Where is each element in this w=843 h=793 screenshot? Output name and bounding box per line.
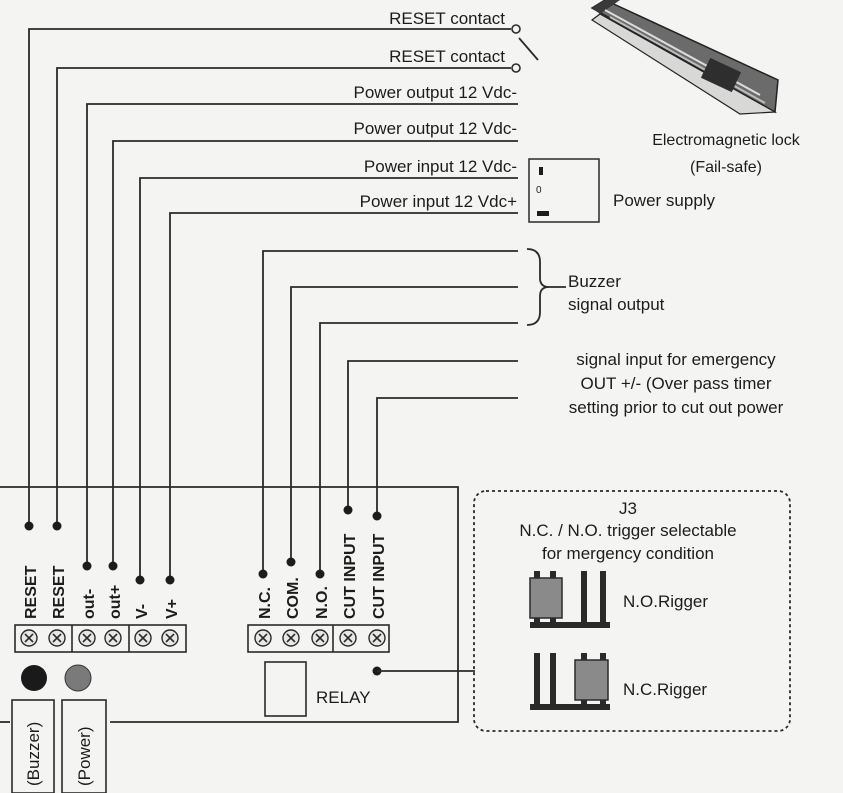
screw-slot — [82, 633, 92, 643]
cut-input-wire-1 — [343, 360, 518, 515]
relay-box — [264, 661, 307, 717]
cut-input-wire-2 — [372, 397, 518, 521]
buzzer-indicator-label: (Buzzer) — [24, 722, 43, 786]
screw-slot — [24, 633, 34, 643]
screw-slot — [165, 633, 175, 643]
power-output-label-1: Power output 12 Vdc- — [354, 83, 517, 102]
lock-subtitle: (Fail-safe) — [690, 159, 762, 176]
screw-slot — [52, 633, 62, 643]
com-wire — [286, 286, 518, 567]
terminal-label-reset-1: RESET — [23, 565, 40, 619]
reset-wire-1 — [24, 28, 511, 531]
terminal-label-v-pos: V+ — [164, 599, 181, 619]
terminal-label-reset-2: RESET — [51, 565, 68, 619]
power-input-pos-label: Power input 12 Vdc+ — [360, 192, 517, 211]
buzzer-brace — [526, 248, 550, 326]
buzzer-led — [21, 665, 47, 691]
screw-slot — [138, 633, 148, 643]
terminal-label-out-neg: out- — [81, 589, 98, 619]
power-supply-icon: 0 — [528, 158, 600, 223]
no-trigger-label: N.O.Rigger — [623, 592, 708, 611]
power-out-pos-wire — [108, 140, 518, 571]
screw-slot — [258, 633, 268, 643]
power-indicator-label: (Power) — [75, 726, 94, 786]
power-input-neg-label: Power input 12 Vdc- — [364, 157, 517, 176]
power-output-label-2: Power output 12 Vdc- — [354, 119, 517, 138]
power-in-neg-wire — [135, 177, 518, 585]
nc-wire — [258, 250, 518, 579]
power-indicator-box — [61, 699, 107, 793]
reset-contact-label-1: RESET contact — [389, 9, 505, 28]
relay-label: RELAY — [316, 688, 371, 707]
power-led — [64, 664, 92, 692]
emergency-signal-line1: signal input for emergency — [576, 350, 776, 369]
terminal-label-cut-input-2: CUT INPUT — [371, 533, 388, 619]
buzzer-indicator-box — [11, 699, 55, 793]
power-out-neg-wire — [82, 103, 518, 571]
terminal-label-no: N.O. — [314, 586, 331, 619]
terminal-label-v-neg: V- — [134, 604, 151, 619]
screw-slot — [315, 633, 325, 643]
terminal-screws — [20, 629, 386, 647]
power-in-pos-wire — [165, 212, 518, 585]
terminal-label-com: COM. — [285, 577, 302, 619]
screw-slot — [372, 633, 382, 643]
nc-jumper-icon — [530, 653, 610, 710]
j3-description-line2: for mergency condition — [542, 544, 714, 563]
screw-slot — [343, 633, 353, 643]
reset-contact-label-2: RESET contact — [389, 47, 505, 66]
j3-description-line1: N.C. / N.O. trigger selectable — [519, 521, 736, 540]
electromagnetic-lock-icon — [590, 0, 779, 115]
power-supply-label: Power supply — [613, 191, 716, 210]
terminal-label-nc: N.C. — [257, 587, 274, 619]
j3-jumper-area — [473, 490, 791, 732]
screw-slot — [108, 633, 118, 643]
no-jumper-icon — [529, 571, 610, 628]
terminal-label-out-pos: out+ — [107, 585, 124, 619]
terminal-label-cut-input-1: CUT INPUT — [342, 533, 359, 619]
no-wire — [315, 322, 518, 579]
signal-output-label: signal output — [568, 295, 665, 314]
nc-trigger-label: N.C.Rigger — [623, 680, 707, 699]
j3-title: J3 — [619, 499, 637, 518]
screw-slot — [286, 633, 296, 643]
terminal-block-left — [14, 624, 187, 653]
controller-board-outline — [0, 486, 459, 723]
lock-title: Electromagnetic lock — [652, 132, 801, 149]
reset-wire-2 — [52, 67, 511, 531]
svg-text:0: 0 — [536, 185, 542, 196]
emergency-signal-line2: OUT +/- (Over pass timer — [581, 374, 772, 393]
buzzer-label: Buzzer — [568, 272, 621, 291]
emergency-signal-line3: setting prior to cut out power — [569, 398, 784, 417]
reset-contact-switch — [511, 24, 539, 73]
